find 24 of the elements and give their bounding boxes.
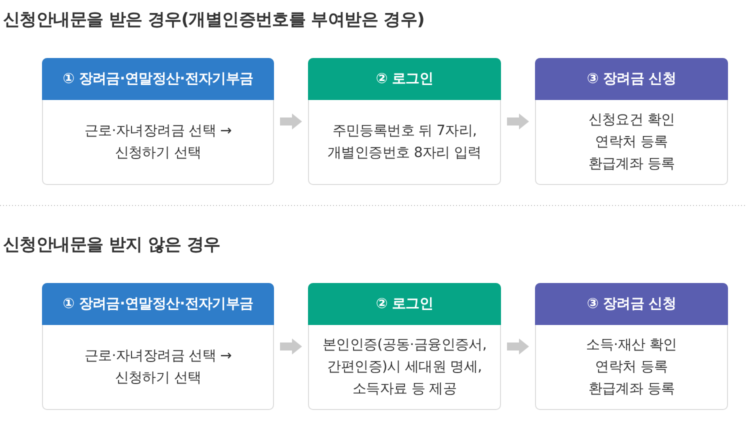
step-header: ① 장려금·연말정산·전자기부금 [42, 58, 274, 100]
step-card [42, 58, 274, 185]
step-description: 본인인증(공동·금융인증서, 간편인증)시 세대원 명세, 소득자료 등 제공 [321, 336, 488, 399]
arrow [280, 114, 302, 130]
section-heading: 신청안내문을 받은 경우(개별인증번호를 부여받은 경우) [3, 9, 425, 31]
step-card [308, 283, 501, 410]
step-header: ② 로그인 [308, 283, 501, 325]
step-card [535, 58, 728, 185]
step-card [535, 283, 728, 410]
step-header: ③ 장려금 신청 [535, 283, 728, 325]
arrow [280, 338, 302, 354]
section-heading: 신청안내문을 받지 않은 경우 [3, 234, 220, 256]
step-description: 주민등록번호 뒤 7자리, 개별인증번호 8자리 입력 [326, 122, 482, 163]
arrow [507, 114, 529, 130]
step-header: ② 로그인 [308, 58, 501, 100]
step-header: ③ 장려금 신청 [535, 58, 728, 100]
step-card [308, 58, 501, 185]
step-description: 근로·자녀장려금 선택 → 신청하기 선택 [83, 122, 233, 163]
arrow [507, 338, 529, 354]
step-card [42, 283, 274, 410]
step-description: 신청요건 확인 연락처 등록 환급계좌 등록 [587, 111, 676, 174]
step-header: ① 장려금·연말정산·전자기부금 [42, 283, 274, 325]
step-description: 근로·자녀장려금 선택 → 신청하기 선택 [83, 347, 233, 388]
step-description: 소득·재산 확인 연락처 등록 환급계좌 등록 [585, 336, 678, 399]
